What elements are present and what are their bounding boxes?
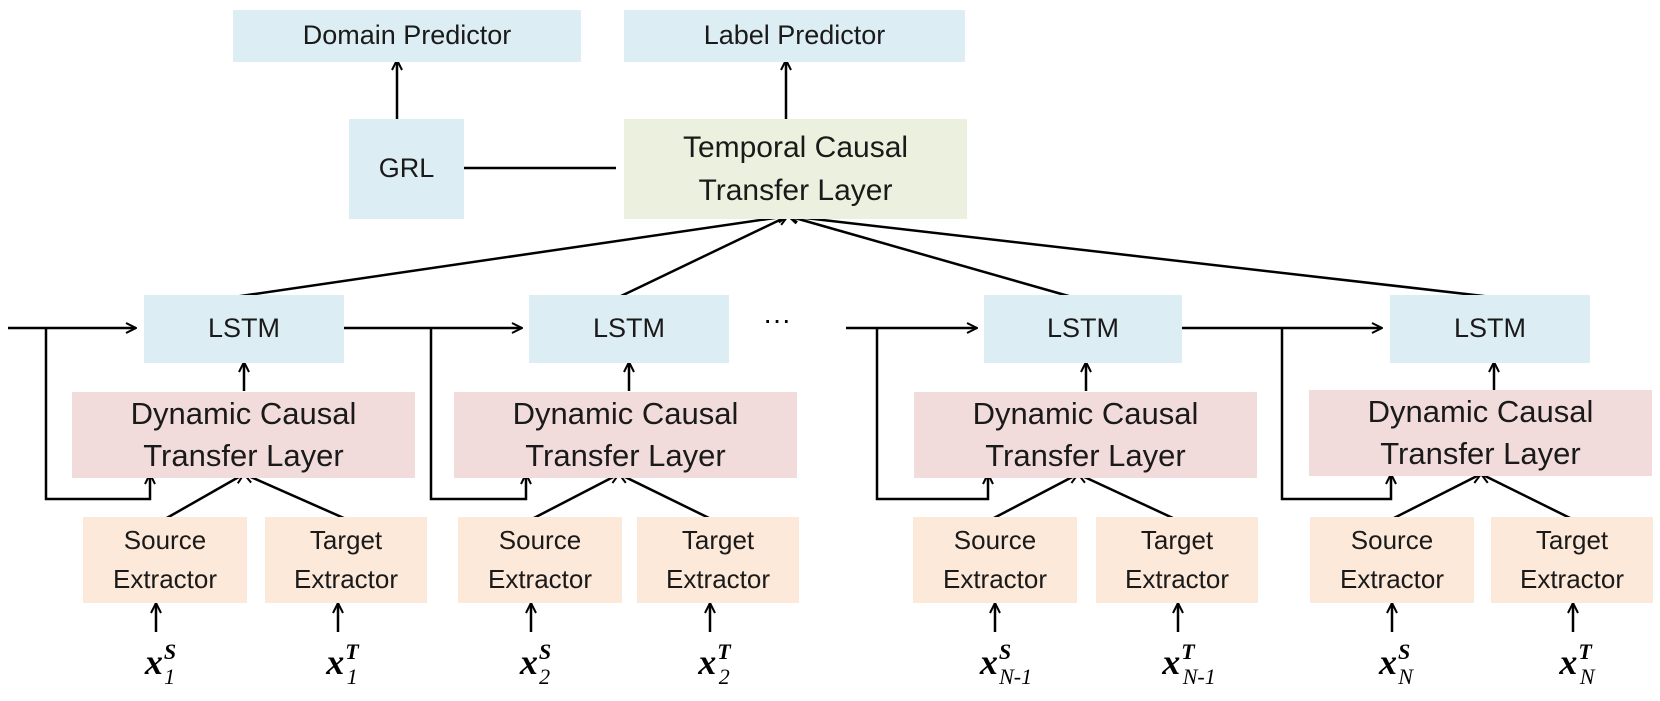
source-extractor: Source Extractor — [83, 517, 247, 603]
edge-lstm4-to-temporal — [788, 216, 1493, 299]
source-extractor: Source Extractor — [458, 517, 622, 603]
target-extractor: Target Extractor — [265, 517, 427, 603]
temporal-causal-transfer-layer: Temporal Causal Transfer Layer — [624, 119, 967, 219]
target-input-variable: xT1 — [326, 639, 359, 689]
lstm-node: LSTM — [529, 295, 729, 363]
source-extractor: Source Extractor — [913, 517, 1077, 603]
label-predictor: Label Predictor — [624, 10, 965, 62]
edge-source2-to-dynamic2 — [531, 472, 619, 521]
edge-hidden-to-dynamic4 — [1280, 328, 1391, 501]
ellipsis: ··· — [763, 304, 791, 335]
source-input-variable: xS2 — [519, 639, 552, 689]
source-extractor: Source Extractor — [1310, 517, 1474, 603]
target-input-variable: xTN-1 — [1162, 639, 1216, 689]
target-extractor: Target Extractor — [1491, 517, 1653, 603]
lstm-node: LSTM — [1390, 295, 1590, 363]
dynamic-causal-transfer-layer: Dynamic Causal Transfer Layer — [914, 392, 1257, 478]
target-extractor: Target Extractor — [637, 517, 799, 603]
target-input-variable: xTN — [1559, 639, 1595, 689]
source-input-variable: xS1 — [144, 639, 177, 689]
edge-target1-to-dynamic1 — [244, 474, 347, 521]
edge-hidden-to-dynamic2 — [429, 328, 526, 501]
source-input-variable: xSN — [1379, 639, 1413, 689]
edge-lstm2-to-temporal — [618, 216, 788, 299]
domain-predictor: Domain Predictor — [233, 10, 581, 62]
target-input-variable: xT2 — [698, 639, 731, 689]
edge-hidden-to-dynamic1 — [44, 328, 150, 501]
edge-lstm3-to-temporal — [788, 216, 1073, 299]
edge-source1-to-dynamic1 — [164, 474, 244, 521]
edge-target3-to-dynamic3 — [1078, 474, 1176, 521]
edge-hidden-to-dynamic3 — [875, 328, 988, 501]
dynamic-causal-transfer-layer: Dynamic Causal Transfer Layer — [454, 392, 797, 478]
dynamic-causal-transfer-layer: Dynamic Causal Transfer Layer — [1309, 390, 1652, 476]
lstm-node: LSTM — [144, 295, 344, 363]
edge-target2-to-dynamic2 — [619, 472, 712, 521]
edge-source3-to-dynamic3 — [991, 472, 1078, 521]
edge-source4-to-dynamic4 — [1391, 472, 1481, 521]
grl-node: GRL — [349, 119, 464, 219]
edge-lstm1-to-temporal — [233, 216, 788, 299]
source-input-variable: xSN-1 — [979, 639, 1033, 689]
lstm-node: LSTM — [984, 295, 1182, 363]
edge-target4-to-dynamic4 — [1481, 472, 1573, 521]
dynamic-causal-transfer-layer: Dynamic Causal Transfer Layer — [72, 392, 415, 478]
target-extractor: Target Extractor — [1096, 517, 1258, 603]
